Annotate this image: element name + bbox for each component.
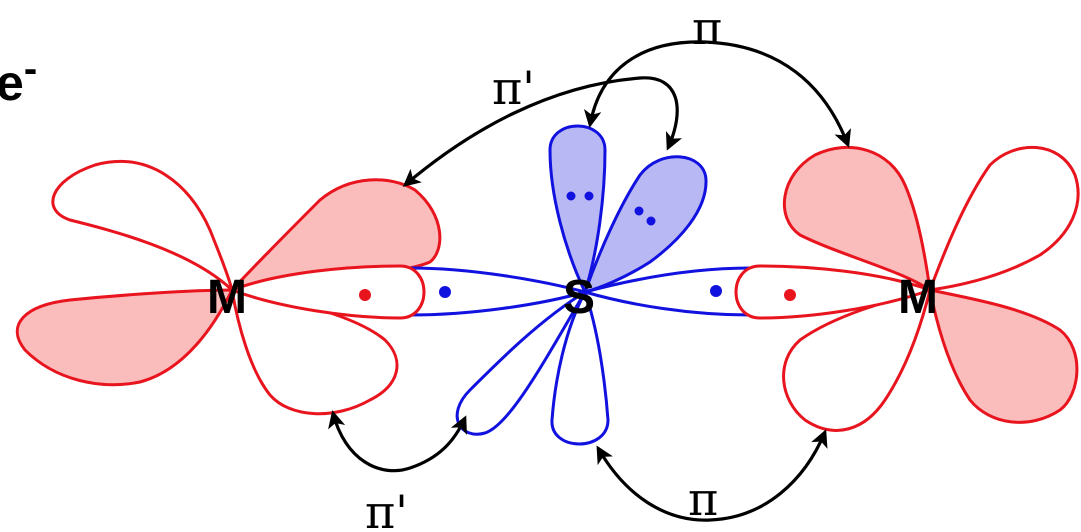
- metal-left-sigma-lobe: [227, 264, 426, 320]
- metal-left-lobe-lower-left: [15, 288, 235, 387]
- electron-dot-metal-left: [359, 289, 371, 301]
- lone-pair-upper-right: [634, 206, 656, 226]
- arrow-pi-top: [583, 40, 851, 148]
- metal-right-lobe-upper-right: [927, 145, 1080, 292]
- metal-right-d-orbital: [782, 145, 1080, 432]
- arrow-pi-prime-top: [402, 76, 683, 187]
- label-pi-prime-bottom: π': [365, 485, 408, 532]
- metal-right-lobe-lower-left: [782, 287, 933, 432]
- label-pi-top: π: [692, 1, 722, 55]
- metal-left-lobe-upper-left: [51, 159, 235, 295]
- sulfur-lobe-left: [397, 266, 591, 317]
- sulfur-label: S: [563, 271, 595, 324]
- electron-dot-metal-right: [784, 289, 796, 301]
- metal-right-lobe-lower-right: [928, 288, 1079, 424]
- label-pi-bottom: π: [688, 472, 718, 526]
- metal-right-lobe-upper-left: [783, 145, 932, 294]
- lone-pair-upper: [566, 191, 594, 201]
- metal-left-d-orbital: [15, 159, 442, 416]
- sulfur-lobe-upper-right: [582, 155, 708, 295]
- electron-label: e-: [0, 47, 37, 111]
- label-pi-prime-top: π': [492, 61, 535, 115]
- arrow-pi-prime-bottom: [328, 410, 467, 473]
- metal-right-sigma-lobe: [734, 264, 935, 320]
- metal-left-label: M: [207, 271, 247, 324]
- metal-right-label: M: [898, 271, 938, 324]
- electron-dot-sulfur-left: [439, 286, 451, 298]
- arrow-pi-bottom: [596, 429, 828, 522]
- electron-dot-sulfur-right: [710, 285, 722, 297]
- sulfur-lobe-lower: [550, 288, 610, 446]
